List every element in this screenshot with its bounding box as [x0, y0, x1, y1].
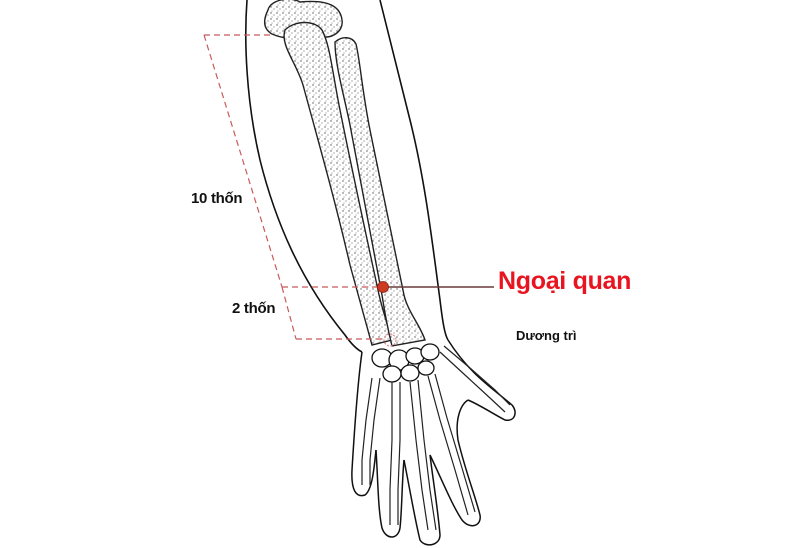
duong-tri-label: Dương trì: [516, 328, 577, 343]
hand-outline: [351, 339, 516, 546]
measurement-guides: [203, 34, 385, 340]
ngoai-quan-point-marker[interactable]: [377, 281, 389, 293]
guide-10-cun: [203, 34, 283, 288]
measure-10-cun-label: 10 thốn: [191, 190, 243, 207]
ngoai-quan-label: Ngoại quan: [498, 267, 632, 295]
finger-bones: [361, 345, 511, 531]
measure-2-cun-label: 2 thốn: [232, 300, 276, 317]
carpal-bones: [371, 343, 440, 383]
elbow-bones: [264, 0, 343, 40]
duong-tri-point-marker: [383, 333, 397, 347]
radius-bone: [334, 37, 426, 347]
arm-outline: [245, 0, 449, 353]
guide-2-cun: [281, 286, 297, 340]
